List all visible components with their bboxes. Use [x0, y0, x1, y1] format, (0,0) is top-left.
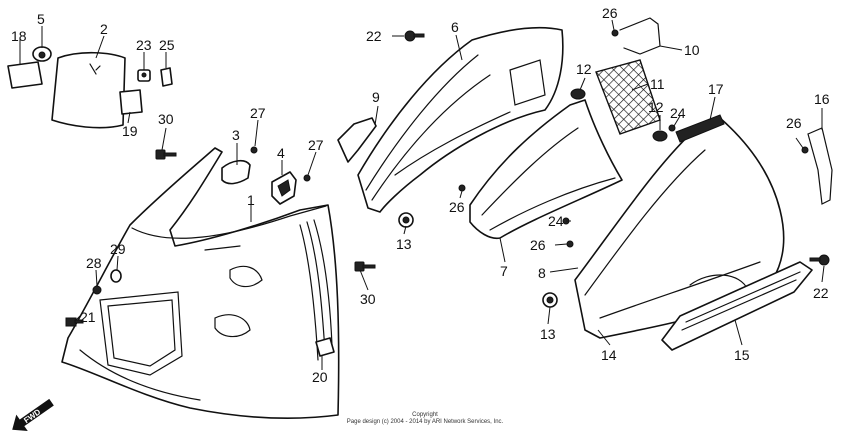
part-grommet — [32, 46, 52, 62]
callout-3: 3 — [232, 127, 240, 143]
callout-30a: 30 — [158, 111, 174, 127]
page-design-text: Page design (c) 2004 - 2014 by ARI Netwo… — [346, 419, 504, 425]
callout-9: 9 — [372, 89, 380, 105]
part-grommet-12b — [652, 130, 668, 142]
callout-13b: 13 — [540, 326, 556, 342]
part-small-sticker — [119, 89, 143, 115]
callout-24a: 24 — [548, 213, 564, 229]
callout-22b: 22 — [813, 285, 829, 301]
part-fastener-28 — [92, 285, 102, 295]
callout-27a: 27 — [250, 105, 266, 121]
part-inner-panel — [469, 99, 623, 240]
part-screw-21 — [65, 317, 84, 327]
callout-8: 8 — [538, 265, 546, 281]
callout-28: 28 — [86, 255, 102, 271]
part-clip — [160, 67, 173, 87]
callout-26a: 26 — [602, 5, 618, 21]
part-bracket-3 — [221, 159, 251, 185]
part-screw-22a — [404, 30, 425, 42]
part-screw-27a — [250, 146, 258, 154]
part-washer-29 — [110, 269, 122, 283]
part-sticker — [7, 61, 43, 89]
part-nut — [137, 69, 151, 82]
callout-13a: 13 — [396, 236, 412, 252]
callout-20: 20 — [312, 369, 328, 385]
callout-10: 10 — [684, 42, 700, 58]
part-bracket-9 — [337, 117, 377, 163]
part-grommet-12a — [570, 88, 586, 100]
part-screw-26b — [566, 240, 574, 248]
part-screw-27b — [303, 174, 311, 182]
callout-14: 14 — [601, 347, 617, 363]
part-screw-26a — [458, 184, 466, 192]
callout-18: 18 — [11, 28, 27, 44]
callout-25: 25 — [159, 37, 175, 53]
callout-2: 2 — [100, 21, 108, 37]
callout-17: 17 — [708, 81, 724, 97]
callout-19: 19 — [122, 123, 138, 139]
callout-26d: 26 — [786, 115, 802, 131]
callout-1: 1 — [247, 192, 255, 208]
callout-12a: 12 — [576, 61, 592, 77]
callout-22a: 22 — [366, 28, 382, 44]
part-plate-20 — [315, 337, 335, 357]
callout-30b: 30 — [360, 291, 376, 307]
part-front-cowl — [61, 147, 340, 419]
part-handle-10 — [619, 17, 661, 55]
callout-12b: 12 — [648, 99, 664, 115]
part-screw-22b — [809, 254, 830, 266]
callout-21: 21 — [80, 309, 96, 325]
part-side-cover — [574, 114, 785, 339]
callout-16: 16 — [814, 91, 830, 107]
part-bracket-16 — [807, 127, 833, 205]
leader-lines — [19, 19, 825, 370]
callout-11: 11 — [650, 76, 665, 92]
callout-24b: 24 — [670, 105, 686, 121]
part-plate — [51, 51, 126, 129]
fwd-arrow-icon: FWD — [12, 398, 54, 432]
callout-5: 5 — [37, 11, 45, 27]
callout-7: 7 — [500, 263, 508, 279]
callout-6: 6 — [451, 19, 459, 35]
part-screw-26c — [801, 146, 809, 154]
callout-29: 29 — [110, 241, 126, 257]
part-nut-13a — [398, 212, 414, 228]
callout-23: 23 — [136, 37, 152, 53]
copyright-text: Copyright — [412, 412, 438, 418]
part-bolt-lower — [354, 261, 376, 272]
callout-26c: 26 — [530, 237, 546, 253]
callout-15: 15 — [734, 347, 750, 363]
part-mesh-grille — [595, 59, 661, 135]
callout-26b: 26 — [449, 199, 465, 215]
part-fastener-24b — [668, 124, 676, 132]
part-nut-13b — [542, 292, 558, 308]
callout-4: 4 — [277, 145, 285, 161]
callout-27b: 27 — [308, 137, 324, 153]
part-upper-cover — [357, 26, 564, 213]
callout-numbers: 1 2 3 4 5 6 7 8 9 10 11 12 12 13 13 14 1… — [11, 5, 830, 385]
part-strip-15 — [661, 261, 813, 351]
part-bolt-upper — [155, 149, 177, 160]
